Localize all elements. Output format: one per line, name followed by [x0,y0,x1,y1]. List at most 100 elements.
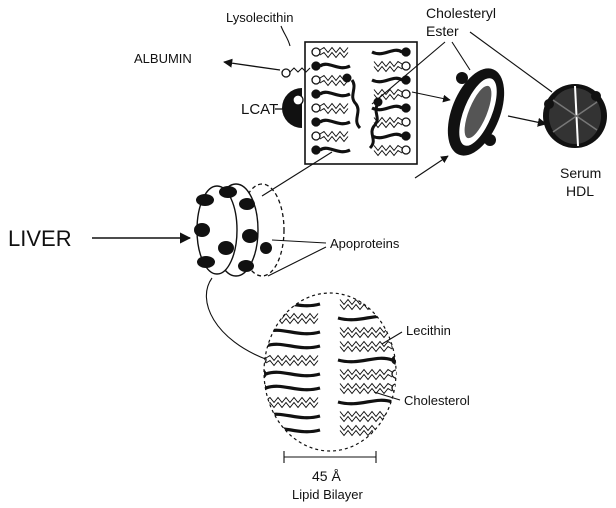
cholesterol-tail [319,90,351,98]
cholesterol-tail [265,384,321,392]
lecithin-tail [339,382,393,390]
lecithin-tail [339,410,393,418]
lipid-head [391,327,396,337]
lipid-head [264,299,267,309]
lecithin-tail [339,340,393,348]
lipid-head [401,47,411,57]
ester-label: Ester [426,23,459,39]
lysolecithin-molecule [281,67,311,78]
lipid-head [391,299,396,309]
lipid-head [311,117,321,127]
lecithin-tail [339,326,393,334]
lipid-head [401,131,411,141]
lcat-enzyme [282,88,304,128]
serum-hdl-particle [543,84,607,148]
lipid-head [264,369,267,379]
cholesteryl-label: Cholesteryl [426,5,496,21]
lipid-bilayer-zoom [263,292,397,452]
lipid-head [311,61,321,71]
lipid-head [391,313,396,323]
lecithin-tail [319,79,349,87]
lecithin-tail [373,121,403,129]
lecithin-tail [265,354,319,362]
lecithin-tail [373,60,403,68]
cholesterol-tail [319,62,351,70]
lecithin-tail [319,135,349,143]
zoom-connector [205,277,269,361]
lecithin-tail [339,373,393,381]
lecithin-tail [339,345,393,353]
lipid-head [311,131,321,141]
lipid-head [391,411,396,421]
lecithin-tail [373,149,403,157]
lipid-head [401,89,411,99]
serum-label: Serum [560,165,601,181]
apoproteins-label: Apoproteins [330,236,400,251]
cholesterol-tail [265,370,321,378]
nascent-discoidal-hdl [194,183,285,277]
lecithin-tail [319,102,349,110]
cholesterol-tail [371,76,403,84]
cholesterol-tail [371,132,403,140]
cholesterol-tail [337,398,393,406]
cholesterol-tail [319,118,351,126]
lipid-head [311,103,321,113]
lipid-head [311,47,321,57]
lecithin-label: Lecithin [406,323,451,338]
migrating-cholesterol [350,79,362,130]
lipid-head [311,145,321,155]
lipid-head [264,341,267,351]
lecithin-tail [373,65,403,73]
cholesterol-tail [371,48,403,56]
cholesterol-tail [265,342,321,350]
lipid-head [401,103,411,113]
liver-label: LIVER [8,226,72,251]
lecithin-tail [319,46,349,54]
bilayer-label: Lipid Bilayer [292,487,363,502]
scale-label: 45 Å [312,468,341,484]
to-albumin-arrow [223,58,281,71]
lipid-head [391,369,396,379]
lecithin-tail [339,368,393,376]
migrating-ester [368,103,380,150]
lipid-head [311,75,321,85]
cholesterol-tail [319,146,351,154]
cholesterol-tail [337,356,393,364]
migrating-head [342,73,352,83]
lecithin-tail [373,88,403,96]
lipid-head [401,61,411,71]
lecithin-tail [265,401,319,409]
lecithin-tail [265,396,319,404]
lipid-head [264,327,267,337]
lecithin-tail [339,387,393,395]
lipid-head [401,145,411,155]
albumin-label: ALBUMIN [134,51,192,66]
lipid-head [264,355,267,365]
scale-bar [283,451,377,463]
cholesterol-label: Cholesterol [404,393,470,408]
lipid-head [311,89,321,99]
lecithin-tail [319,51,349,59]
lipid-head [264,397,267,407]
lcat-shape [282,88,302,128]
lecithin-tail [339,331,393,339]
lipid-head [391,383,396,393]
lecithin-tail [265,359,319,367]
nascent-hdl-bilayer [304,41,418,165]
lcat-label: LCAT [241,101,278,118]
hdl-label: HDL [566,183,594,199]
migrating-head-2 [373,97,383,107]
lecithin-tail [319,130,349,138]
lipid-head [264,411,267,421]
lipid-head [391,425,396,435]
lecithin-tail [373,116,403,124]
lecithin-tail [373,144,403,152]
lecithin-tail [319,107,349,115]
nascent-hdl-frame [304,41,418,165]
lipid-head [264,313,267,323]
intermediate-hdl-particle [447,68,505,156]
lipid-head [264,425,267,435]
lipid-head [401,117,411,127]
